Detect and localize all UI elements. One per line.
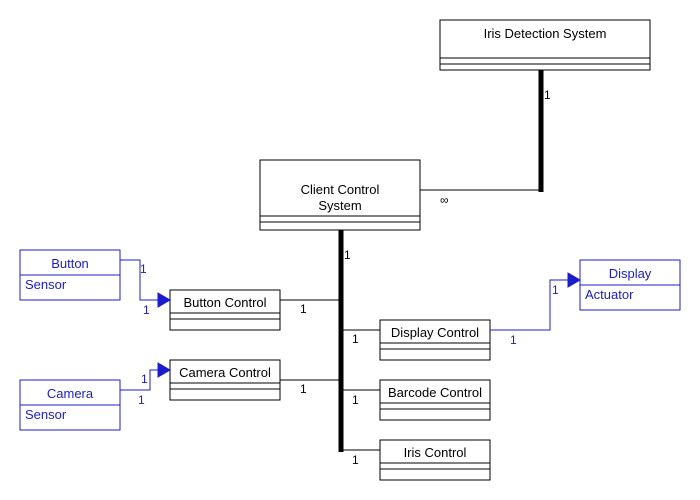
association-iris-client: 1 ∞ <box>420 70 551 207</box>
multiplicity-button-dst: 1 <box>143 303 150 317</box>
class-name-line1: Client Control <box>301 182 380 197</box>
external-button-sensor[interactable]: Button Sensor <box>19 249 121 301</box>
multiplicity-bus-top: 1 <box>344 248 351 262</box>
class-iris-control[interactable]: Iris Control <box>379 439 491 481</box>
class-name: Display Control <box>391 325 479 340</box>
class-barcode-control[interactable]: Barcode Control <box>379 379 491 421</box>
external-name: Camera <box>47 386 94 401</box>
class-box <box>169 359 281 401</box>
arrowhead-icon <box>567 272 581 288</box>
class-box <box>439 19 651 71</box>
class-name: Button Control <box>183 295 266 310</box>
multiplicity-client-end: ∞ <box>440 193 449 207</box>
connector-camera-to-camera-control: 1 1 <box>120 362 171 407</box>
external-stereotype: Actuator <box>585 287 634 302</box>
external-camera-sensor[interactable]: Camera Sensor <box>19 379 121 431</box>
multiplicity-display-src: 1 <box>510 333 517 347</box>
multiplicity-button-control: 1 <box>300 302 307 316</box>
connector-line <box>120 259 158 301</box>
class-box <box>169 289 281 331</box>
external-stereotype: Sensor <box>25 407 67 422</box>
class-name-line2: System <box>318 198 361 213</box>
connector-line <box>490 279 568 331</box>
external-stereotype: Sensor <box>25 277 67 292</box>
class-box <box>379 439 491 481</box>
connector-display-control-to-display: 1 1 <box>490 272 581 347</box>
connector-line <box>120 369 158 391</box>
multiplicity-iris-control: 1 <box>352 453 359 467</box>
multiplicity-display-control: 1 <box>352 332 359 346</box>
external-name: Button <box>51 256 89 271</box>
class-camera-control[interactable]: Camera Control <box>169 359 281 401</box>
multiplicity-iris-end: 1 <box>544 88 551 102</box>
class-name: Barcode Control <box>388 385 482 400</box>
class-name: Iris Control <box>404 445 467 460</box>
class-name: Iris Detection System <box>484 26 607 41</box>
arrowhead-icon <box>157 292 171 308</box>
multiplicity-button-src: 1 <box>140 262 147 276</box>
class-iris-detection-system[interactable]: Iris Detection System <box>439 19 651 71</box>
multiplicity-camera-control: 1 <box>300 382 307 396</box>
class-button-control[interactable]: Button Control <box>169 289 281 331</box>
connector-button-to-button-control: 1 1 <box>120 259 171 317</box>
class-box <box>379 319 491 361</box>
external-name: Display <box>609 266 652 281</box>
class-name: Camera Control <box>179 365 271 380</box>
class-box <box>379 379 491 421</box>
multiplicity-barcode-control: 1 <box>352 393 359 407</box>
class-display-control[interactable]: Display Control <box>379 319 491 361</box>
multiplicity-camera-src: 1 <box>141 372 148 386</box>
aggregation-bus: 1 1 1 1 1 1 <box>280 230 380 467</box>
multiplicity-display-dst: 1 <box>552 283 559 297</box>
class-client-control-system[interactable]: Client Control System <box>259 159 421 231</box>
external-display-actuator[interactable]: Display Actuator <box>579 259 681 311</box>
arrowhead-icon <box>157 362 171 378</box>
multiplicity-camera-dst: 1 <box>138 393 145 407</box>
